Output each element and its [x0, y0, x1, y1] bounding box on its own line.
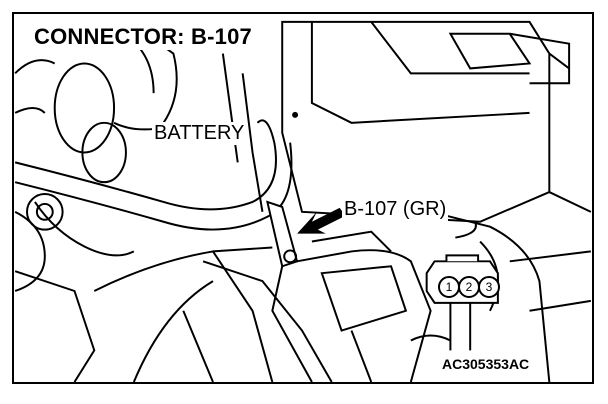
b107-connector-shape [266, 200, 299, 268]
battery-label: BATTERY [152, 122, 247, 145]
engine-bay-illustration [14, 20, 592, 382]
battery-pointer-dot [292, 111, 299, 118]
diagram-frame: CONNECTOR: B-107 BATTERY B-107 (GR) AC30… [12, 12, 594, 384]
connector-pin-2: 2 [458, 276, 480, 298]
diagram-title: CONNECTOR: B-107 [32, 24, 254, 50]
connector-pin-3: 3 [478, 276, 500, 298]
figure-code: AC305353AC [440, 356, 532, 372]
connector-label: B-107 (GR) [342, 198, 449, 221]
connector-arrow [297, 207, 346, 234]
connector-pin-1: 1 [438, 276, 460, 298]
